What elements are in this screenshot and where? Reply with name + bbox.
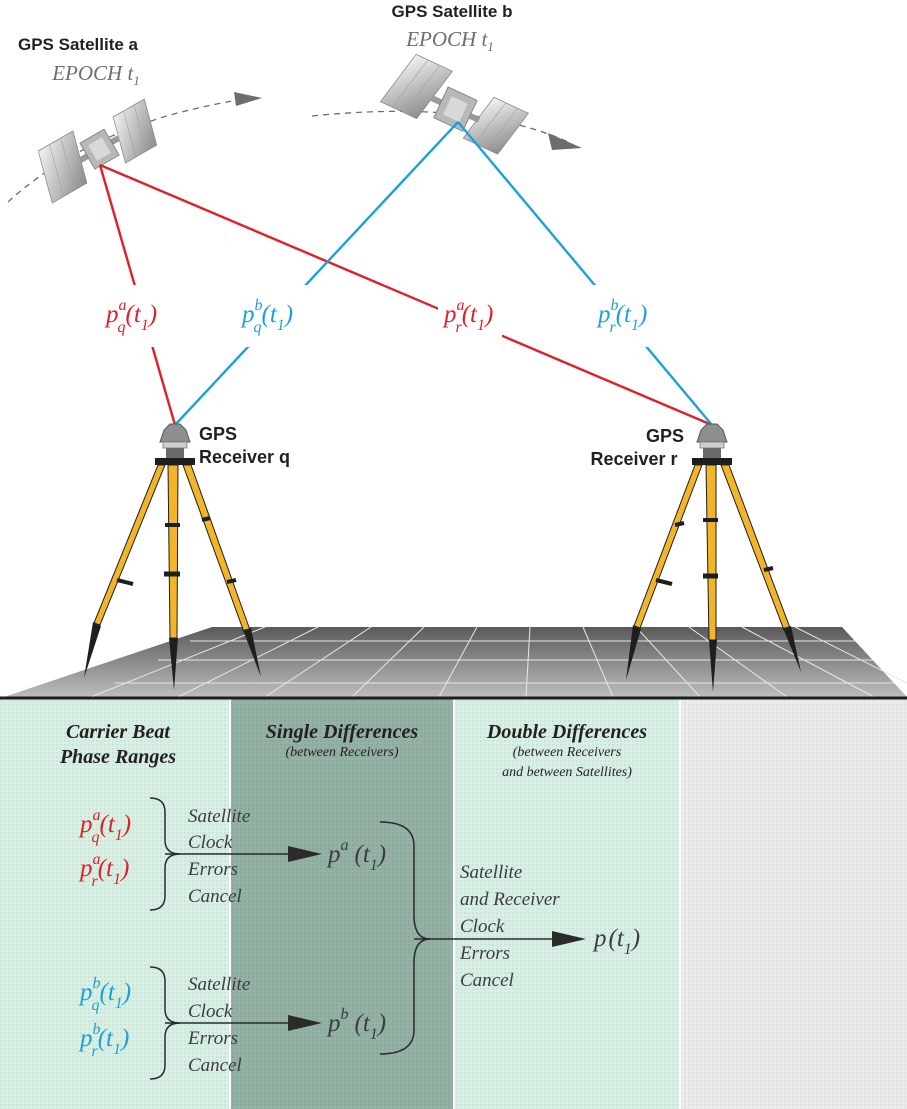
svg-text:Cancel: Cancel: [188, 1055, 242, 1076]
svg-text:and Receiver: and Receiver: [460, 889, 560, 910]
satellite-b-epoch: EPOCH t1: [405, 27, 494, 54]
carrier-title-1: Carrier Beat: [66, 721, 171, 743]
panel-grey: [680, 699, 907, 1109]
svg-text:Clock: Clock: [188, 1001, 233, 1022]
svg-text:Satellite: Satellite: [460, 862, 522, 883]
satellite-b-label: GPS Satellite b: [392, 2, 513, 21]
single-subtitle: (between Receivers): [285, 745, 398, 760]
panel-single: [230, 699, 454, 1109]
double-diff: p(t1): [592, 925, 640, 958]
svg-text:Errors: Errors: [187, 1028, 238, 1049]
note-sat-rcv-clock: Satellite and Receiver Clock Errors Canc…: [459, 862, 560, 991]
satellite-b-icon: [379, 53, 530, 155]
double-subtitle-2: and between Satellites): [502, 765, 632, 780]
double-title: Double Differences: [486, 721, 647, 743]
svg-text:Satellite: Satellite: [188, 974, 250, 995]
note-sat-clock-a: Satellite Clock Errors Cancel: [187, 806, 250, 907]
signal-line-prb: [457, 121, 713, 426]
arrow-single-a: [165, 846, 322, 862]
bottom-panels: [0, 699, 907, 1109]
svg-text:Errors: Errors: [187, 859, 238, 880]
svg-text:Errors: Errors: [459, 943, 510, 964]
arrow-single-b: [165, 1015, 322, 1031]
receiver-r-label-2: Receiver r: [590, 449, 677, 469]
svg-text:Clock: Clock: [188, 832, 233, 853]
tripod-q-icon: [84, 423, 261, 690]
satellite-a-label: GPS Satellite a: [18, 35, 139, 54]
receiver-q-label-1: GPS: [199, 424, 237, 444]
double-subtitle-1: (between Receivers: [513, 745, 622, 760]
orbit-path-a: [7, 92, 262, 203]
signal-line-pqb: [174, 121, 459, 426]
single-diff-b: pb(t1): [326, 1006, 386, 1043]
arrow-double: [414, 931, 586, 947]
panel-double: [454, 699, 680, 1109]
tripod-r-icon: [626, 423, 801, 692]
svg-text:Clock: Clock: [460, 916, 505, 937]
satellite-a-epoch: EPOCH t1: [51, 61, 140, 88]
svg-text:Cancel: Cancel: [460, 970, 514, 991]
ground-grid: [4, 626, 907, 698]
receiver-r-label-1: GPS: [646, 426, 684, 446]
single-diff-a: pa(t1): [326, 837, 386, 874]
note-sat-clock-b: Satellite Clock Errors Cancel: [187, 974, 250, 1076]
receiver-q-label-2: Receiver q: [199, 447, 290, 467]
signal-line-pra: [99, 163, 713, 427]
svg-text:Cancel: Cancel: [188, 886, 242, 907]
satellite-a-icon: [37, 98, 158, 204]
single-title: Single Differences: [266, 721, 419, 743]
panel-carrier: [0, 699, 230, 1109]
svg-text:Satellite: Satellite: [188, 806, 250, 827]
carrier-title-2: Phase Ranges: [59, 746, 176, 768]
